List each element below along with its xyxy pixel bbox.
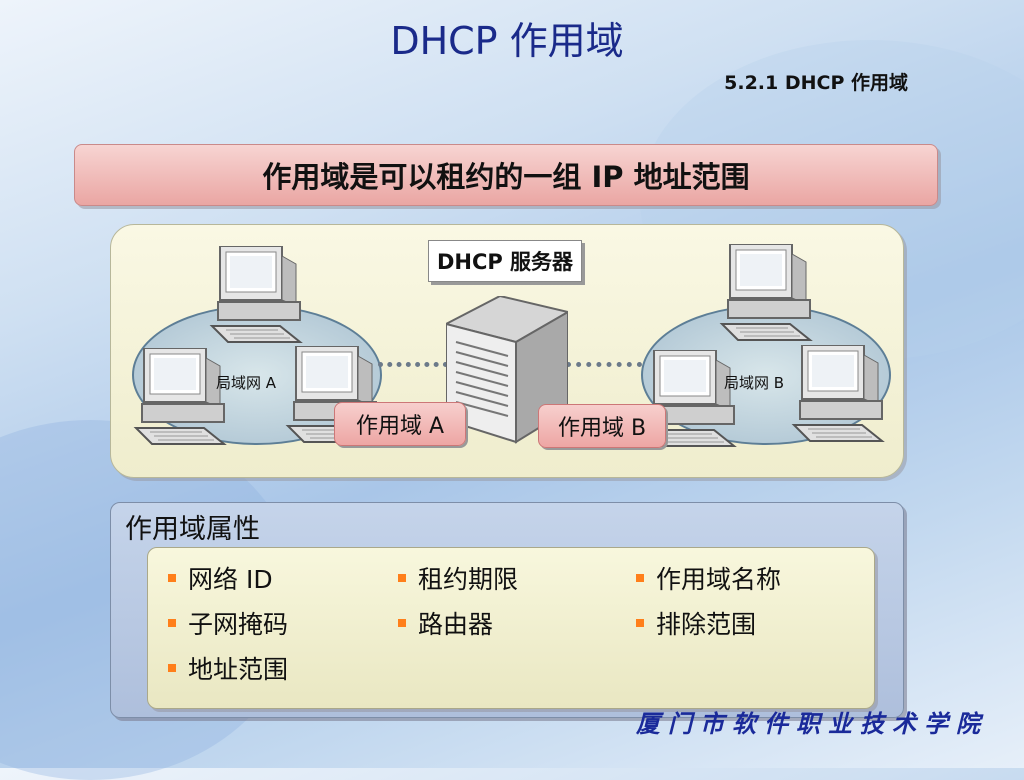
lan-a-label: 局域网 A — [216, 374, 277, 392]
section-subtitle: 5.2.1 DHCP 作用域 — [724, 72, 908, 94]
property-item: 地址范围 — [168, 650, 288, 686]
property-label: 排除范围 — [656, 610, 757, 639]
bullet-icon — [636, 574, 644, 582]
computer-icon — [719, 244, 813, 341]
scope-b-label: 作用域 B — [538, 404, 666, 448]
computer-icon — [133, 348, 227, 445]
lan-b-label: 局域网 B — [724, 374, 785, 392]
scope-properties-panel: 作用域属性 网络 ID 租约期限 作用域名称 子网掩码 路由器 排除范围 地址范… — [110, 502, 904, 718]
property-item: 租约期限 — [398, 560, 518, 596]
scope-a-label: 作用域 A — [334, 402, 466, 446]
property-label: 租约期限 — [418, 565, 519, 594]
definition-banner: 作用域是可以租约的一组 IP 地址范围 — [74, 144, 938, 206]
computer-icon — [643, 350, 737, 447]
bullet-icon — [398, 574, 406, 582]
property-label: 网络 ID — [188, 565, 273, 594]
property-label: 地址范围 — [188, 655, 289, 684]
property-item: 子网掩码 — [168, 605, 288, 641]
bullet-icon — [398, 619, 406, 627]
bullet-icon — [636, 619, 644, 627]
page-title: DHCP 作用域 — [390, 19, 624, 63]
computer-icon — [791, 345, 885, 442]
property-item: 网络 ID — [168, 560, 273, 596]
property-label: 作用域名称 — [656, 565, 782, 594]
institution-footer: 厦门市软件职业技术学院 — [636, 709, 988, 738]
scope-b-text: 作用域 B — [557, 416, 647, 441]
property-label: 子网掩码 — [188, 610, 289, 639]
property-item: 作用域名称 — [636, 560, 781, 596]
dhcp-server-label-text: DHCP 服务器 — [436, 250, 574, 274]
bullet-icon — [168, 574, 176, 582]
property-label: 路由器 — [418, 610, 494, 639]
link-lan-a-server — [378, 362, 448, 367]
dhcp-server-label: DHCP 服务器 — [428, 240, 582, 282]
banner-text: 作用域是可以租约的一组 IP 地址范围 — [262, 160, 750, 194]
properties-list: 网络 ID 租约期限 作用域名称 子网掩码 路由器 排除范围 地址范围 — [147, 547, 875, 709]
property-item: 排除范围 — [636, 605, 756, 641]
bullet-icon — [168, 619, 176, 627]
property-item: 路由器 — [398, 605, 493, 641]
properties-title: 作用域属性 — [125, 514, 260, 545]
bullet-icon — [168, 664, 176, 672]
link-server-lan-b — [566, 362, 642, 367]
scope-a-text: 作用域 A — [355, 414, 445, 439]
computer-icon — [209, 246, 303, 343]
